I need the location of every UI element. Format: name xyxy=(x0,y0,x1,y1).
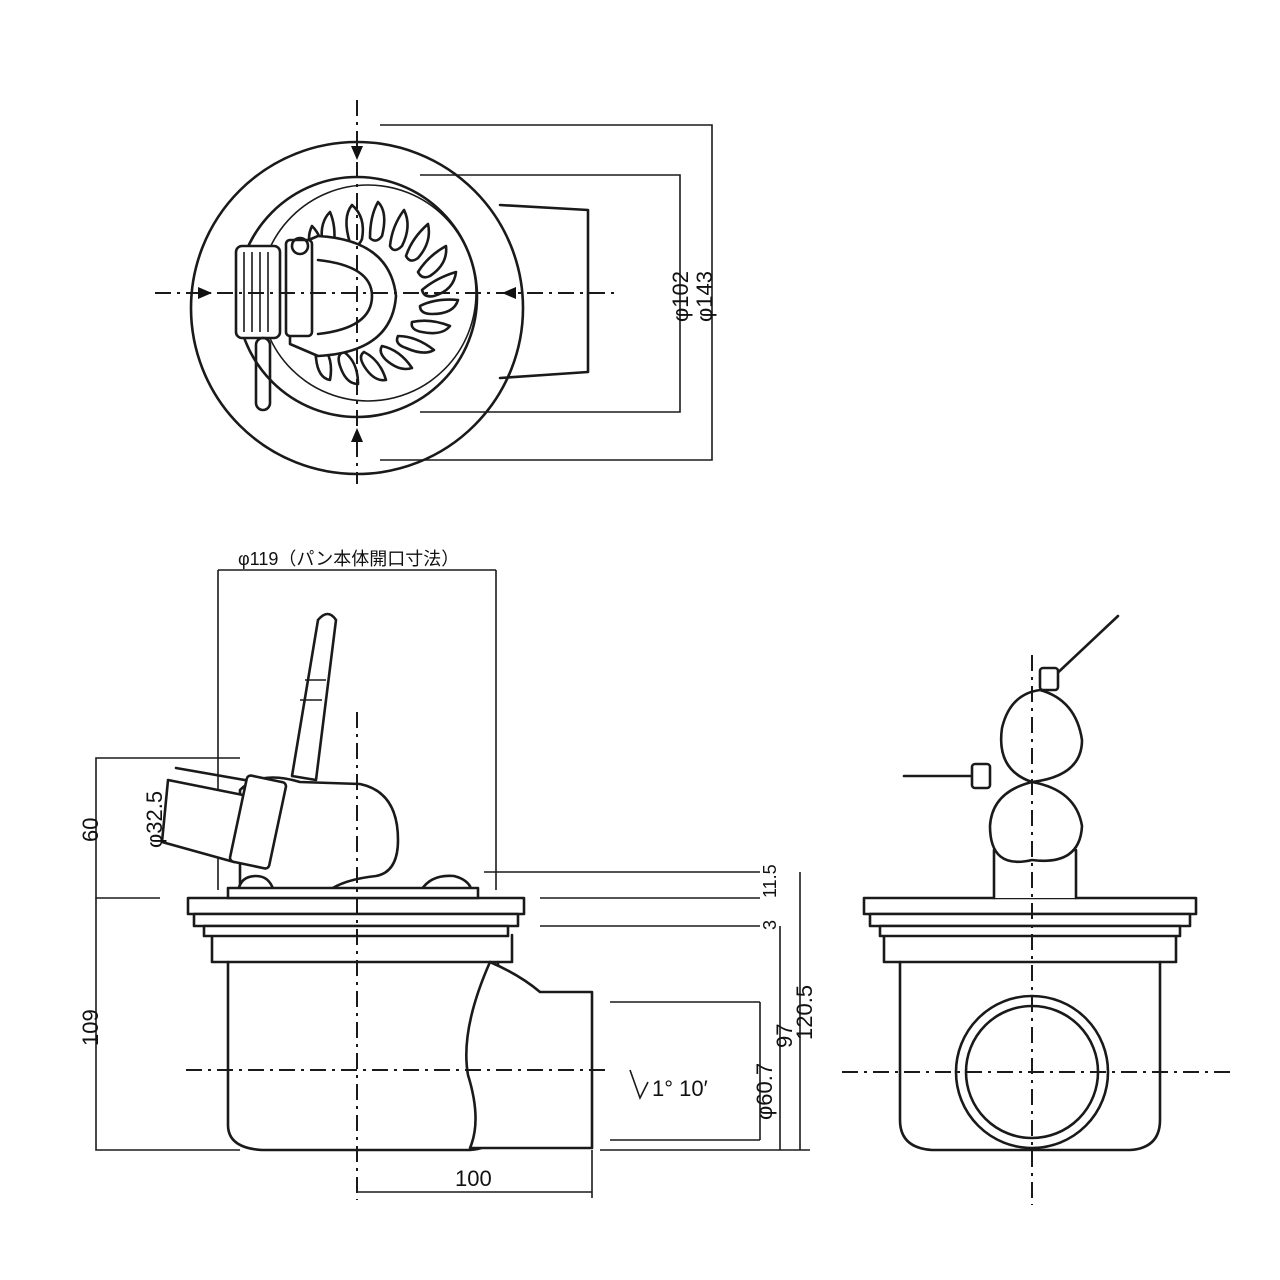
dim-opening-label: φ119（パン本体開口寸法） xyxy=(238,549,459,569)
dim-flange-thickness-label: 11.5 xyxy=(760,864,780,898)
front-view: φ119（パン本体開口寸法） 60 109 φ32.5 xyxy=(78,549,817,1200)
dim-pipe-diameter-label: φ32.5 xyxy=(142,791,167,848)
top-outlet-pipe xyxy=(498,203,590,380)
front-outlet-pipe xyxy=(465,960,594,1150)
top-overflow-channel xyxy=(288,234,398,358)
dim-height-total-label: 120.5 xyxy=(792,985,817,1040)
side-flange xyxy=(862,896,1198,916)
top-view: φ102 φ143 xyxy=(155,100,717,484)
dim-height-upper-label: 60 xyxy=(78,818,103,842)
dim-height-97-label: 97 xyxy=(772,1024,797,1048)
side-lever-upper xyxy=(1048,614,1120,682)
dim-line-phi143 xyxy=(380,124,713,461)
side-view xyxy=(842,614,1236,1205)
dim-flange-gap-label: 3 xyxy=(760,920,780,930)
dim-slope-label: 1° 10′ xyxy=(652,1076,708,1101)
dim-height-lower-label: 109 xyxy=(78,1009,103,1046)
front-plug-holder xyxy=(228,774,288,870)
dim-outlet-diameter-label: φ60.7 xyxy=(752,1063,777,1120)
side-overflow-lobes xyxy=(988,780,1084,864)
dim-outer-diameter-label: φ143 xyxy=(692,271,717,322)
front-body xyxy=(226,960,500,1152)
dim-offset-label: 100 xyxy=(455,1166,492,1191)
front-lever xyxy=(290,612,338,782)
dim-line-phi102 xyxy=(420,174,681,413)
dim-inner-diameter-label: φ102 xyxy=(668,271,693,322)
